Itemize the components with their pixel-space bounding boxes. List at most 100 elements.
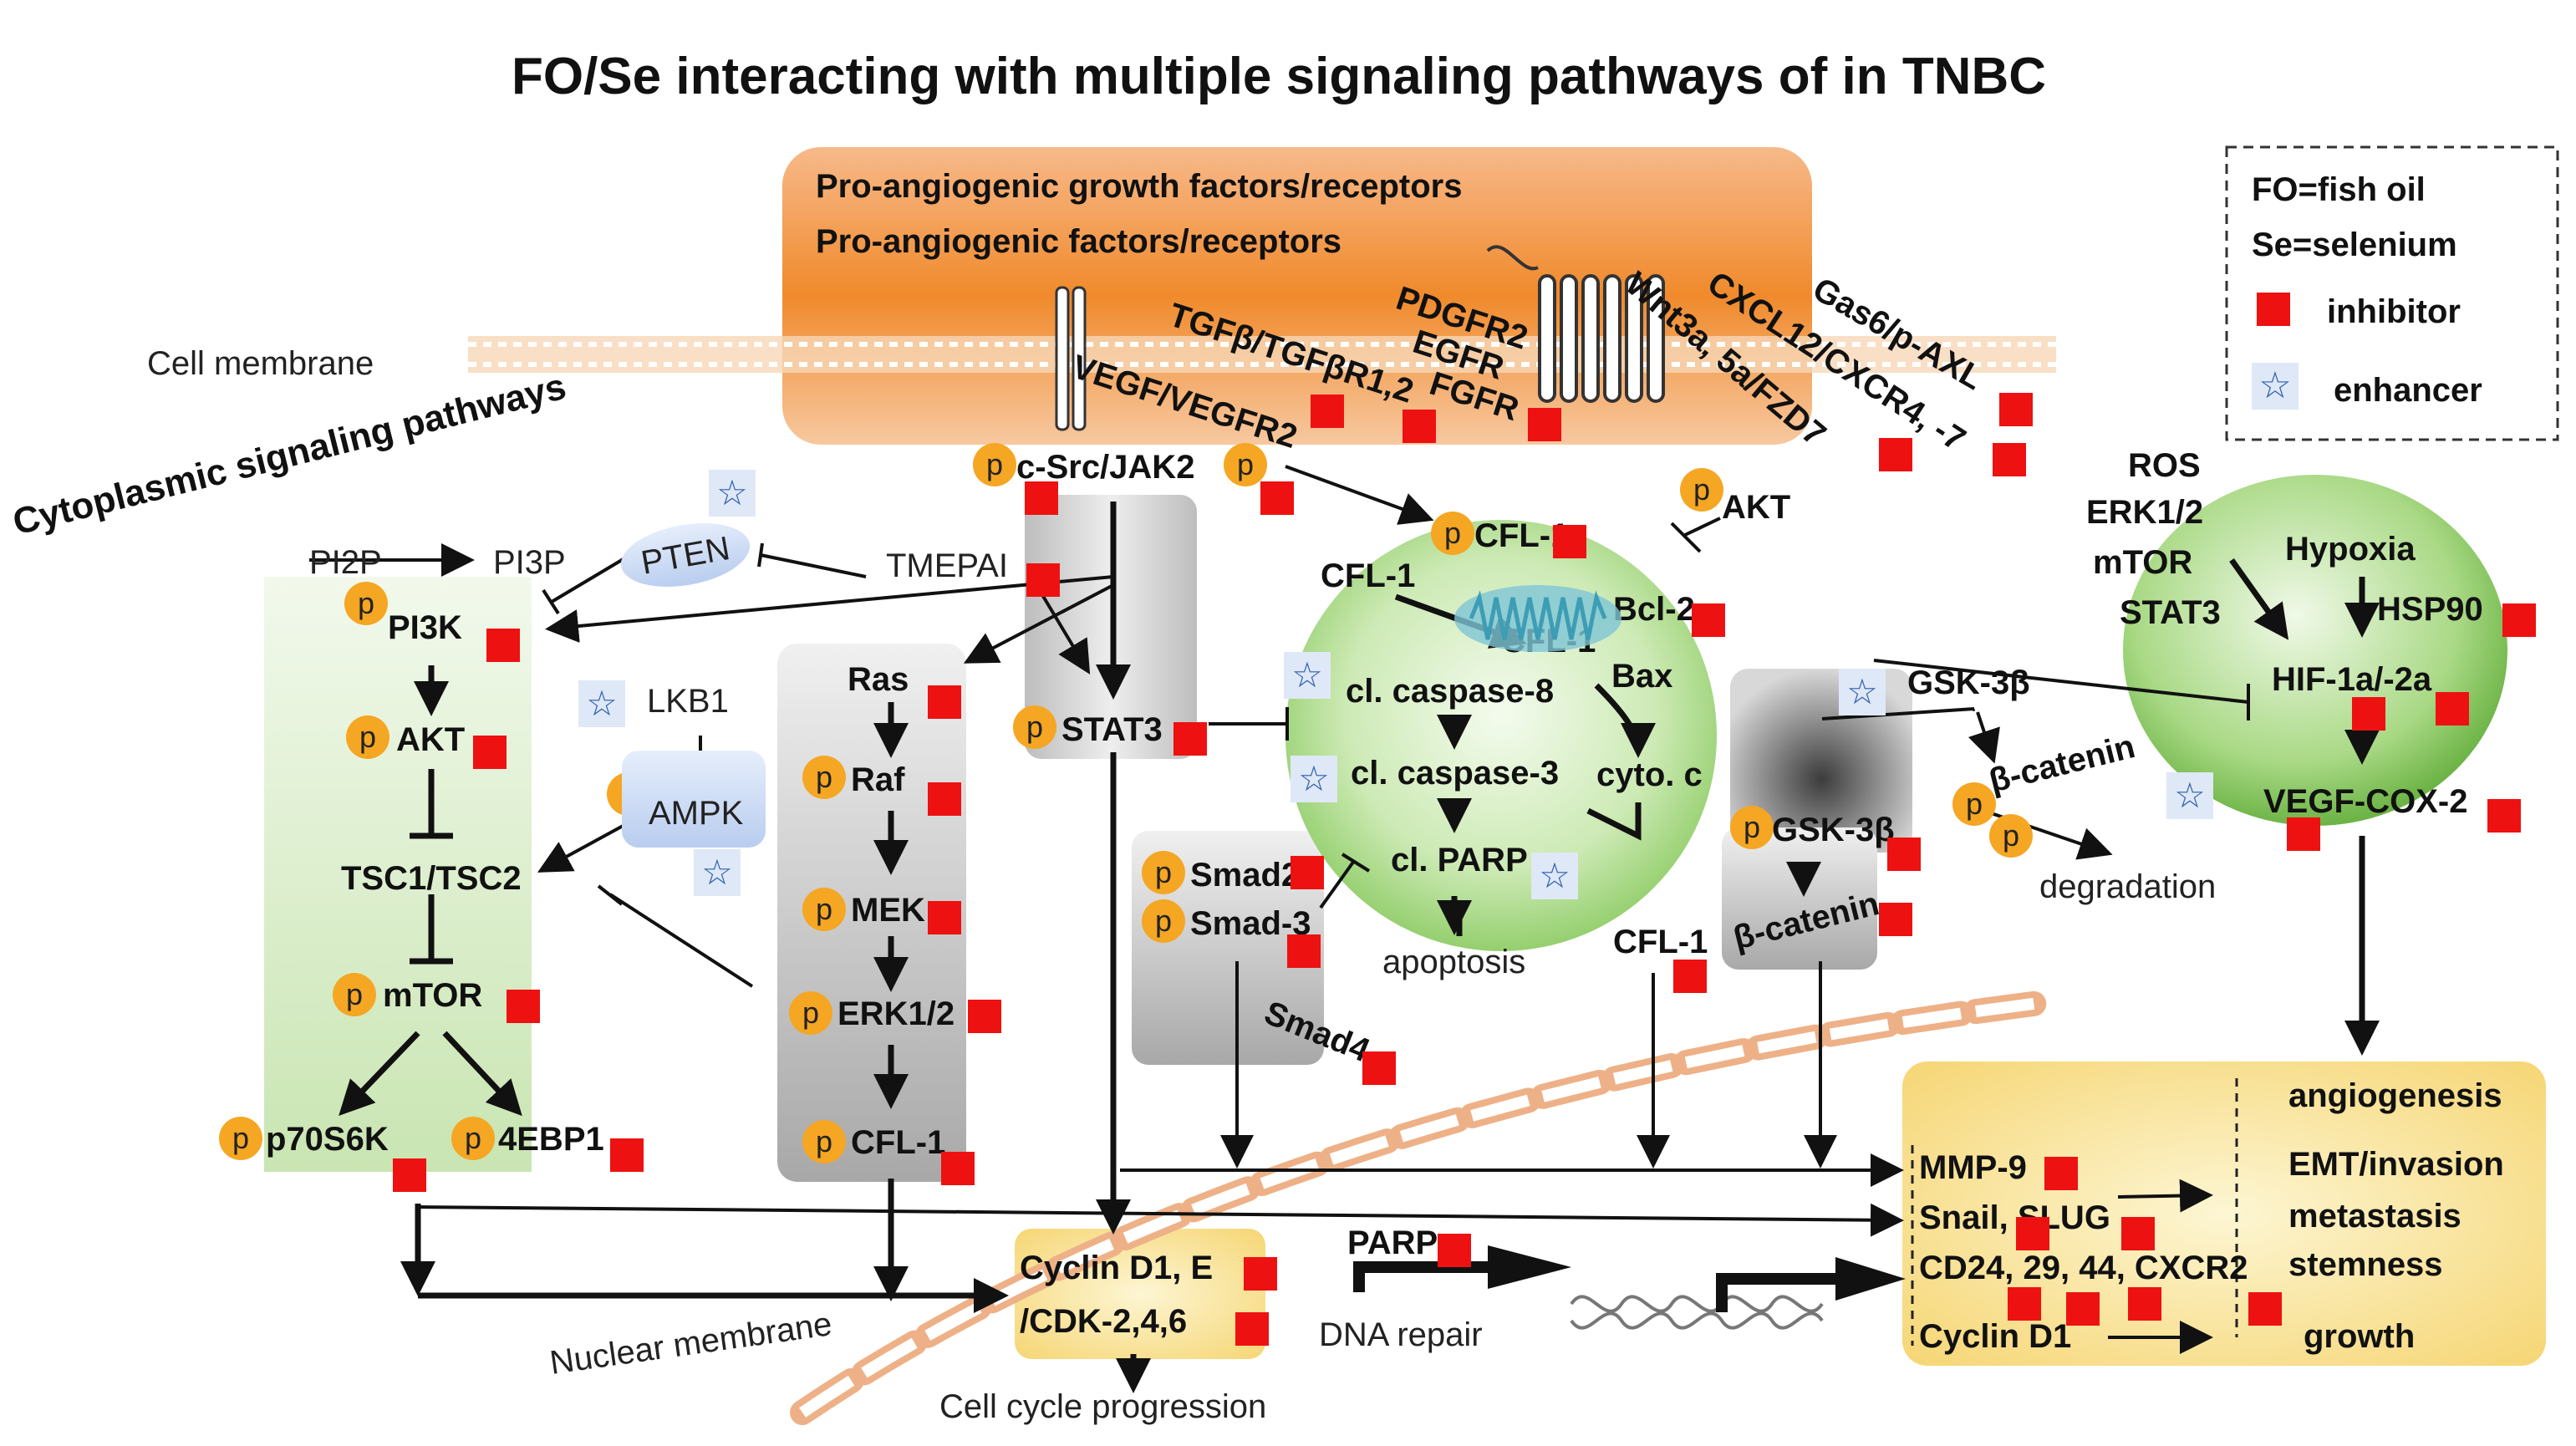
nuclear-membrane-label: Nuclear membrane [547,1306,834,1382]
svg-text:☆: ☆ [701,853,733,892]
hypoxia-circle [2123,475,2507,826]
factors-label: Pro-angiogenic factors/receptors [816,223,1341,260]
metastasis-label: metastasis [2288,1198,2461,1235]
smad23a-label: Smad2/ [1190,857,1309,894]
svg-text:☆: ☆ [2174,776,2206,815]
hsp90-label: HSP90 [2377,591,2483,628]
inhibitor-markers [393,393,2536,1346]
ccp-label: Cell cycle progression [939,1388,1266,1425]
svg-text:p: p [1966,787,1983,821]
legend-inhibitor: inhibitor [2327,293,2461,330]
svg-text:☆: ☆ [716,473,748,512]
cell-membrane-label: Cell membrane [147,345,374,382]
gsk-p-panel [1722,827,1877,970]
receptor-icon [1055,286,1087,431]
tsc-label: TSC1/TSC2 [341,860,522,897]
bcat-p-label: β-catenin [1986,728,2139,800]
pi3k-panel [264,577,532,1172]
degradation-label: degradation [2039,868,2216,905]
vegfcox-label: VEGF-COX-2 [2263,783,2467,820]
svg-text:☆: ☆ [1298,759,1330,798]
cyclind1-label: Cyclin D1 [1919,1318,2071,1355]
lkb1-label: LKB1 [647,683,729,720]
svg-text:p: p [986,447,1003,481]
stat3-r-label: STAT3 [2120,594,2221,631]
svg-text:p: p [1744,810,1760,844]
legend-enhancer: enhancer [2334,372,2482,409]
svg-text:p: p [1026,710,1043,744]
svg-text:☆: ☆ [586,684,618,723]
stat3-label: STAT3 [1061,711,1163,748]
ampk-shape [622,751,766,848]
cytoplasmic-label: Cytoplasmic signaling pathways [9,366,570,543]
snail-label: Snail, SLUG [1919,1199,2110,1236]
svg-text:p: p [816,1124,832,1158]
svg-text:p: p [1237,447,1254,481]
tmepai-label: TMEPAI [886,547,1008,584]
ras-label: Ras [848,661,909,698]
gsk-label: GSK-3β [1907,664,2030,701]
nuclear-membrane-inner [799,997,2040,1418]
mmp9-label: MMP-9 [1919,1149,2027,1186]
smad-panel [1132,831,1324,1065]
cfl1-ras-label: CFL-1 [851,1124,945,1161]
mitochondria-icon [1454,585,1621,652]
cytoc-label: cyto. c [1596,756,1703,793]
legend-inhibitor-icon [2257,293,2290,326]
mek-label: MEK [851,892,925,929]
growth-label: growth [2304,1318,2415,1355]
page-title: FO/Se interacting with multiple signalin… [512,48,2046,105]
dnarepair-label: DNA repair [1319,1316,1483,1353]
svg-text:p: p [1444,516,1461,550]
svg-text:p: p [232,1121,249,1155]
ros-label: ROS [2128,447,2201,484]
outcome-box [1902,1062,2546,1366]
svg-text:p: p [346,977,363,1011]
cd-label: CD24, 29, 44, CXCR2 [1919,1250,2248,1286]
erk-r-label: ERK1/2 [2086,494,2203,531]
svg-text:p: p [1693,472,1710,507]
svg-text:p: p [2003,818,2019,853]
bcl2-label: Bcl-2 [1613,591,1695,628]
enhancer-markers: ☆ ☆ ☆ ☆ ☆ ☆ ☆ ☆ [578,470,2213,899]
cfl1-c-label: CFL-1 [1613,924,1708,960]
svg-text:p: p [1155,904,1172,938]
mtor-label: mTOR [383,977,482,1014]
akt2-label: AKT [1722,489,1790,526]
legend-star-icon: ☆ [2258,365,2291,406]
svg-text:p: p [359,720,376,754]
growth-factors-label: Pro-angiogenic growth factors/receptors [816,168,1462,205]
legend: FO=fish oil Se=selenium inhibitor ☆ enha… [2225,145,2559,441]
svg-text:p: p [816,760,832,794]
cdk-label: /CDK-2,4,6 [1020,1303,1187,1340]
csrc-label: c-Src/JAK2 [1016,449,1194,486]
pi3p-label: PI3P [493,544,566,581]
stemness-label: stemness [2288,1246,2443,1283]
parp-label: cl. PARP [1391,842,1528,878]
pi3k-label: PI3K [388,609,462,646]
raf-label: Raf [851,761,905,798]
pi2p-label: PI2P [309,544,382,581]
ampk-label: AMPK [649,795,744,832]
cfl1-a-label: CFL-1 [1321,558,1415,594]
svg-text:p: p [1155,855,1172,889]
akt-label: AKT [396,721,465,758]
gsk-p-label: GSK-3β [1772,812,1895,848]
dna-icon [1570,1295,1824,1330]
hypoxia-label: Hypoxia [2285,531,2416,568]
legend-enhancer-bg [2252,363,2299,410]
svg-text:p: p [802,995,819,1030]
svg-text:☆: ☆ [1291,655,1323,695]
angio-label: angiogenesis [2288,1077,2502,1114]
casp3-label: cl. caspase-3 [1351,755,1559,792]
ebp-label: 4EBP1 [498,1121,604,1158]
cyclin-label: Cyclin D1, E [1020,1250,1213,1286]
casp8-label: cl. caspase-8 [1346,673,1554,710]
svg-text:p: p [465,1121,481,1155]
hif-label: HIF-1a/-2a [2272,661,2432,698]
legend-fo: FO=fish oil [2252,171,2426,208]
svg-text:☆: ☆ [1539,856,1571,895]
apoptosis-label: apoptosis [1382,944,1525,980]
svg-text:p: p [816,892,832,926]
